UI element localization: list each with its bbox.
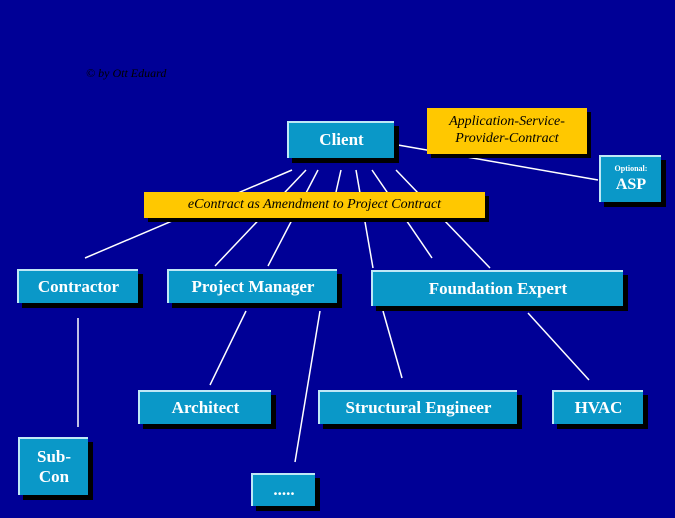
econtract-label: eContract as Amendment to Project Contra… (144, 192, 485, 218)
asp-contract-label: Application-Service-Provider-Contract (427, 108, 587, 154)
foundation-expert-label: Foundation Expert (428, 278, 568, 298)
project-manager-label: Project Manager (191, 276, 315, 296)
line-pm-more (294, 310, 321, 463)
asp-contract-text: Application-Service-Provider-Contract (449, 114, 565, 146)
subcon-label: Sub-Con (36, 446, 72, 486)
structural-engineer-node[interactable]: Structural Engineer (318, 390, 517, 424)
line-client-pm-2 (267, 169, 319, 267)
structural-engineer-label: Structural Engineer (345, 397, 492, 417)
more-label: ..... (273, 480, 295, 500)
architect-node[interactable]: Architect (138, 390, 271, 424)
copyright-text: © by Ott Eduard (86, 66, 167, 80)
client-node[interactable]: Client (287, 121, 394, 158)
project-manager-node[interactable]: Project Manager (167, 269, 337, 303)
line-foundation-hvac (527, 312, 590, 381)
asp-label: ASP (615, 175, 647, 193)
line-client-pm-1 (214, 169, 307, 267)
contractor-label: Contractor (37, 276, 120, 296)
asp-node[interactable]: Optional: ASP (599, 155, 661, 202)
line-pm-architect (209, 310, 247, 386)
client-label: Client (319, 130, 364, 150)
line-client-foundation-2 (355, 169, 374, 269)
hvac-label: HVAC (574, 397, 623, 417)
line-client-foundation (335, 169, 342, 193)
line-foundation-structural (382, 310, 403, 379)
asp-optional-label: Optional: (614, 163, 648, 173)
architect-label: Architect (171, 397, 240, 417)
contractor-node[interactable]: Contractor (17, 269, 138, 303)
econtract-text: eContract as Amendment to Project Contra… (187, 196, 442, 212)
foundation-expert-node[interactable]: Foundation Expert (371, 270, 623, 306)
subcon-node[interactable]: Sub-Con (18, 437, 88, 495)
more-node[interactable]: ..... (251, 473, 315, 506)
line-client-hvac (395, 169, 491, 269)
hvac-node[interactable]: HVAC (552, 390, 643, 424)
